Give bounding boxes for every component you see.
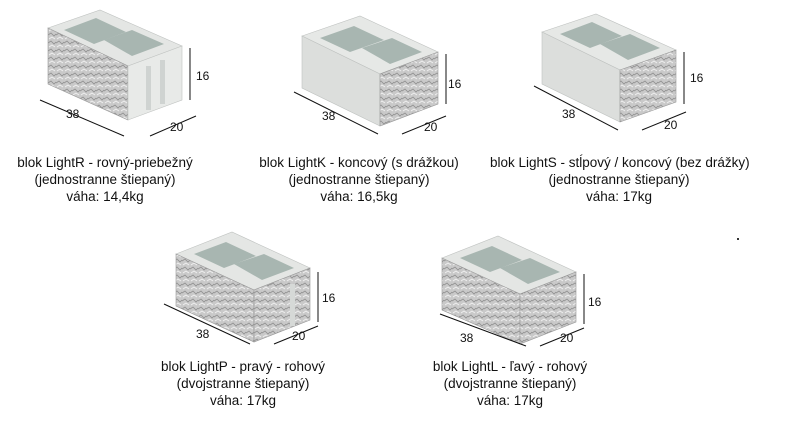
product-name: blok LightP - pravý - rohový [160, 359, 326, 374]
product-name: blok LightR - rovný-priebežný [17, 155, 193, 170]
dim-width-lightR: 20 [170, 120, 184, 134]
dim-length-lightR: 38 [66, 107, 80, 121]
dim-width-lightL: 20 [560, 331, 574, 345]
product-lightP: 38 16 20 blok LightP - pravý - rohový (d… [150, 218, 410, 428]
product-finish: (jednostranne štiepaný) [288, 172, 430, 187]
product-lightR: 38 16 20 blok LightR - rovný-priebežný (… [0, 0, 260, 210]
dim-length-lightP: 38 [196, 327, 210, 341]
product-weight: váha: 17kg [585, 189, 653, 204]
product-weight: váha: 16,5kg [320, 189, 398, 204]
dim-height-lightR: 16 [196, 69, 210, 83]
product-lightS: 38 16 20 blok LightS - stĺpový / koncový… [490, 0, 787, 210]
product-lightL: 38 16 20 blok LightL - ľavý - rohový (dv… [420, 218, 680, 428]
dim-width-lightK: 20 [424, 120, 438, 134]
dim-height-lightP: 16 [322, 291, 336, 305]
dim-length-lightK: 38 [322, 109, 336, 123]
block-drawing-lightS: 38 16 20 [533, 13, 704, 132]
product-name: blok LightL - ľavý - rohový [432, 359, 588, 374]
product-finish: (jednostranne štiepaný) [548, 172, 690, 187]
block-drawing-lightR: 38 16 20 [39, 9, 210, 137]
caption-lightL: blok LightL - ľavý - rohový (dvojstranne… [420, 358, 600, 409]
block-drawing-lightP: 38 16 20 [163, 231, 336, 345]
product-lightK: 38 16 20 blok LightK - koncový (s drážko… [250, 0, 510, 210]
dim-length-lightS: 38 [562, 107, 576, 121]
dim-height-lightL: 16 [588, 295, 602, 309]
dim-height-lightS: 16 [690, 71, 704, 85]
dim-height-lightK: 16 [448, 77, 462, 91]
product-finish: (dvojstranne štiepaný) [176, 376, 310, 391]
product-name: blok LightK - koncový (s drážkou) [259, 155, 459, 170]
product-finish: (jednostranne štiepaný) [34, 172, 176, 187]
stray-dot [737, 238, 739, 240]
dim-length-lightL: 38 [460, 331, 474, 345]
caption-lightS: blok LightS - stĺpový / koncový (bez drá… [490, 154, 750, 205]
block-drawing-lightK: 38 16 20 [293, 15, 462, 135]
product-name: blok LightS - stĺpový / koncový (bez drá… [490, 155, 750, 170]
product-weight: váha: 17kg [476, 393, 544, 408]
caption-lightP: blok LightP - pravý - rohový (dvojstrann… [150, 358, 336, 409]
product-weight: váha: 17kg [209, 393, 277, 408]
product-weight: váha: 14,4kg [66, 189, 144, 204]
product-finish: (dvojstranne štiepaný) [443, 376, 577, 391]
dim-width-lightP: 20 [292, 329, 306, 343]
dim-width-lightS: 20 [664, 118, 678, 132]
block-drawing-lightL: 38 16 20 [439, 235, 602, 347]
caption-lightK: blok LightK - koncový (s drážkou) (jedno… [250, 154, 468, 205]
caption-lightR: blok LightR - rovný-priebežný (jednostra… [0, 154, 210, 205]
